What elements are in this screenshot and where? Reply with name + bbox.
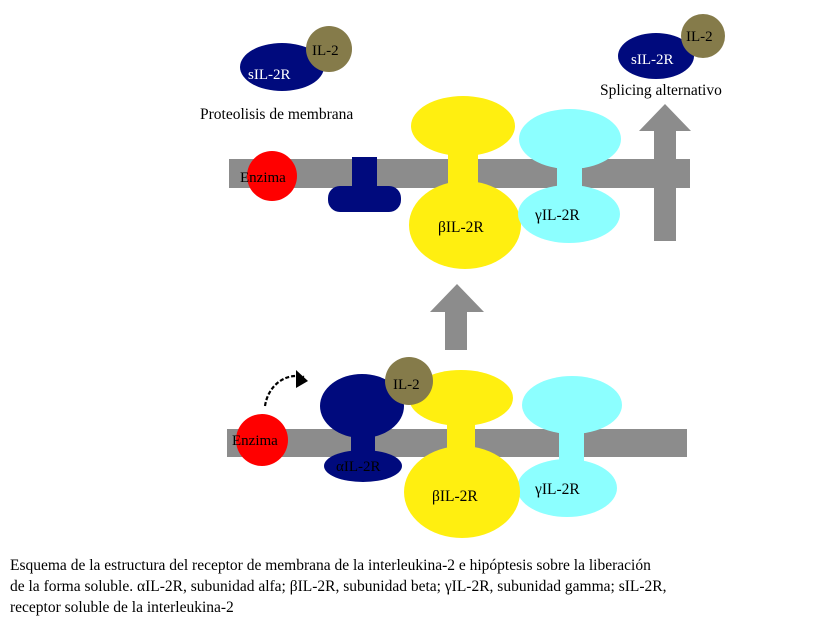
beta-label-bottom: βIL-2R: [432, 488, 478, 505]
curved-arrow-head-icon: [296, 370, 308, 388]
alpha-label-bottom: αIL-2R: [336, 459, 381, 475]
gamma-chain-top: [518, 109, 621, 243]
soluble-receptor-right: sIL-2R IL-2: [618, 14, 725, 79]
up-arrow-splicing: [639, 104, 691, 241]
caption-line-2: de la forma soluble. αIL-2R, subunidad a…: [10, 578, 667, 595]
alpha-chain-bottom: [320, 374, 404, 482]
soluble-alpha-shape: [240, 43, 324, 91]
il2-label: IL-2: [312, 43, 339, 59]
enzyme-top-shape: [247, 151, 297, 201]
enzyme-top-label: Enzima: [240, 170, 286, 186]
beta-label-top: βIL-2R: [438, 219, 484, 236]
splicing-label: Splicing alternativo: [600, 82, 722, 99]
gamma-label-bottom: γIL-2R: [534, 481, 580, 498]
soluble-alpha-shape: [618, 33, 694, 79]
il2-receptor-diagram: sIL-2R IL-2 Proteolisis de membrana sIL-…: [200, 14, 725, 538]
figure-caption: Esquema de la estructura del receptor de…: [10, 555, 825, 618]
caption-line-1: Esquema de la estructura del receptor de…: [10, 557, 651, 574]
beta-chain-bottom: [404, 370, 520, 538]
il2-ligand-shape: [306, 26, 352, 72]
beta-chain-top: [409, 96, 521, 269]
enzyme-bottom-label: Enzima: [232, 433, 278, 449]
gamma-chain-bottom: [517, 376, 622, 517]
proteolysis-label: Proteolisis de membrana: [200, 106, 353, 123]
up-arrow-middle: [430, 284, 484, 350]
il2-bound-label: IL-2: [393, 377, 420, 393]
soluble-receptor-label: sIL-2R: [248, 67, 291, 83]
il2-label: IL-2: [686, 29, 713, 45]
il2-bound-shape: [385, 357, 433, 405]
alpha-stub-top: [328, 157, 401, 212]
gamma-label-top: γIL-2R: [534, 207, 580, 224]
il2-ligand-shape: [681, 14, 725, 58]
soluble-receptor-left: sIL-2R IL-2: [240, 26, 352, 91]
soluble-receptor-label: sIL-2R: [631, 52, 674, 68]
caption-line-3: receptor soluble de la interleukina-2: [10, 599, 234, 616]
enzyme-bottom-shape: [236, 414, 288, 466]
